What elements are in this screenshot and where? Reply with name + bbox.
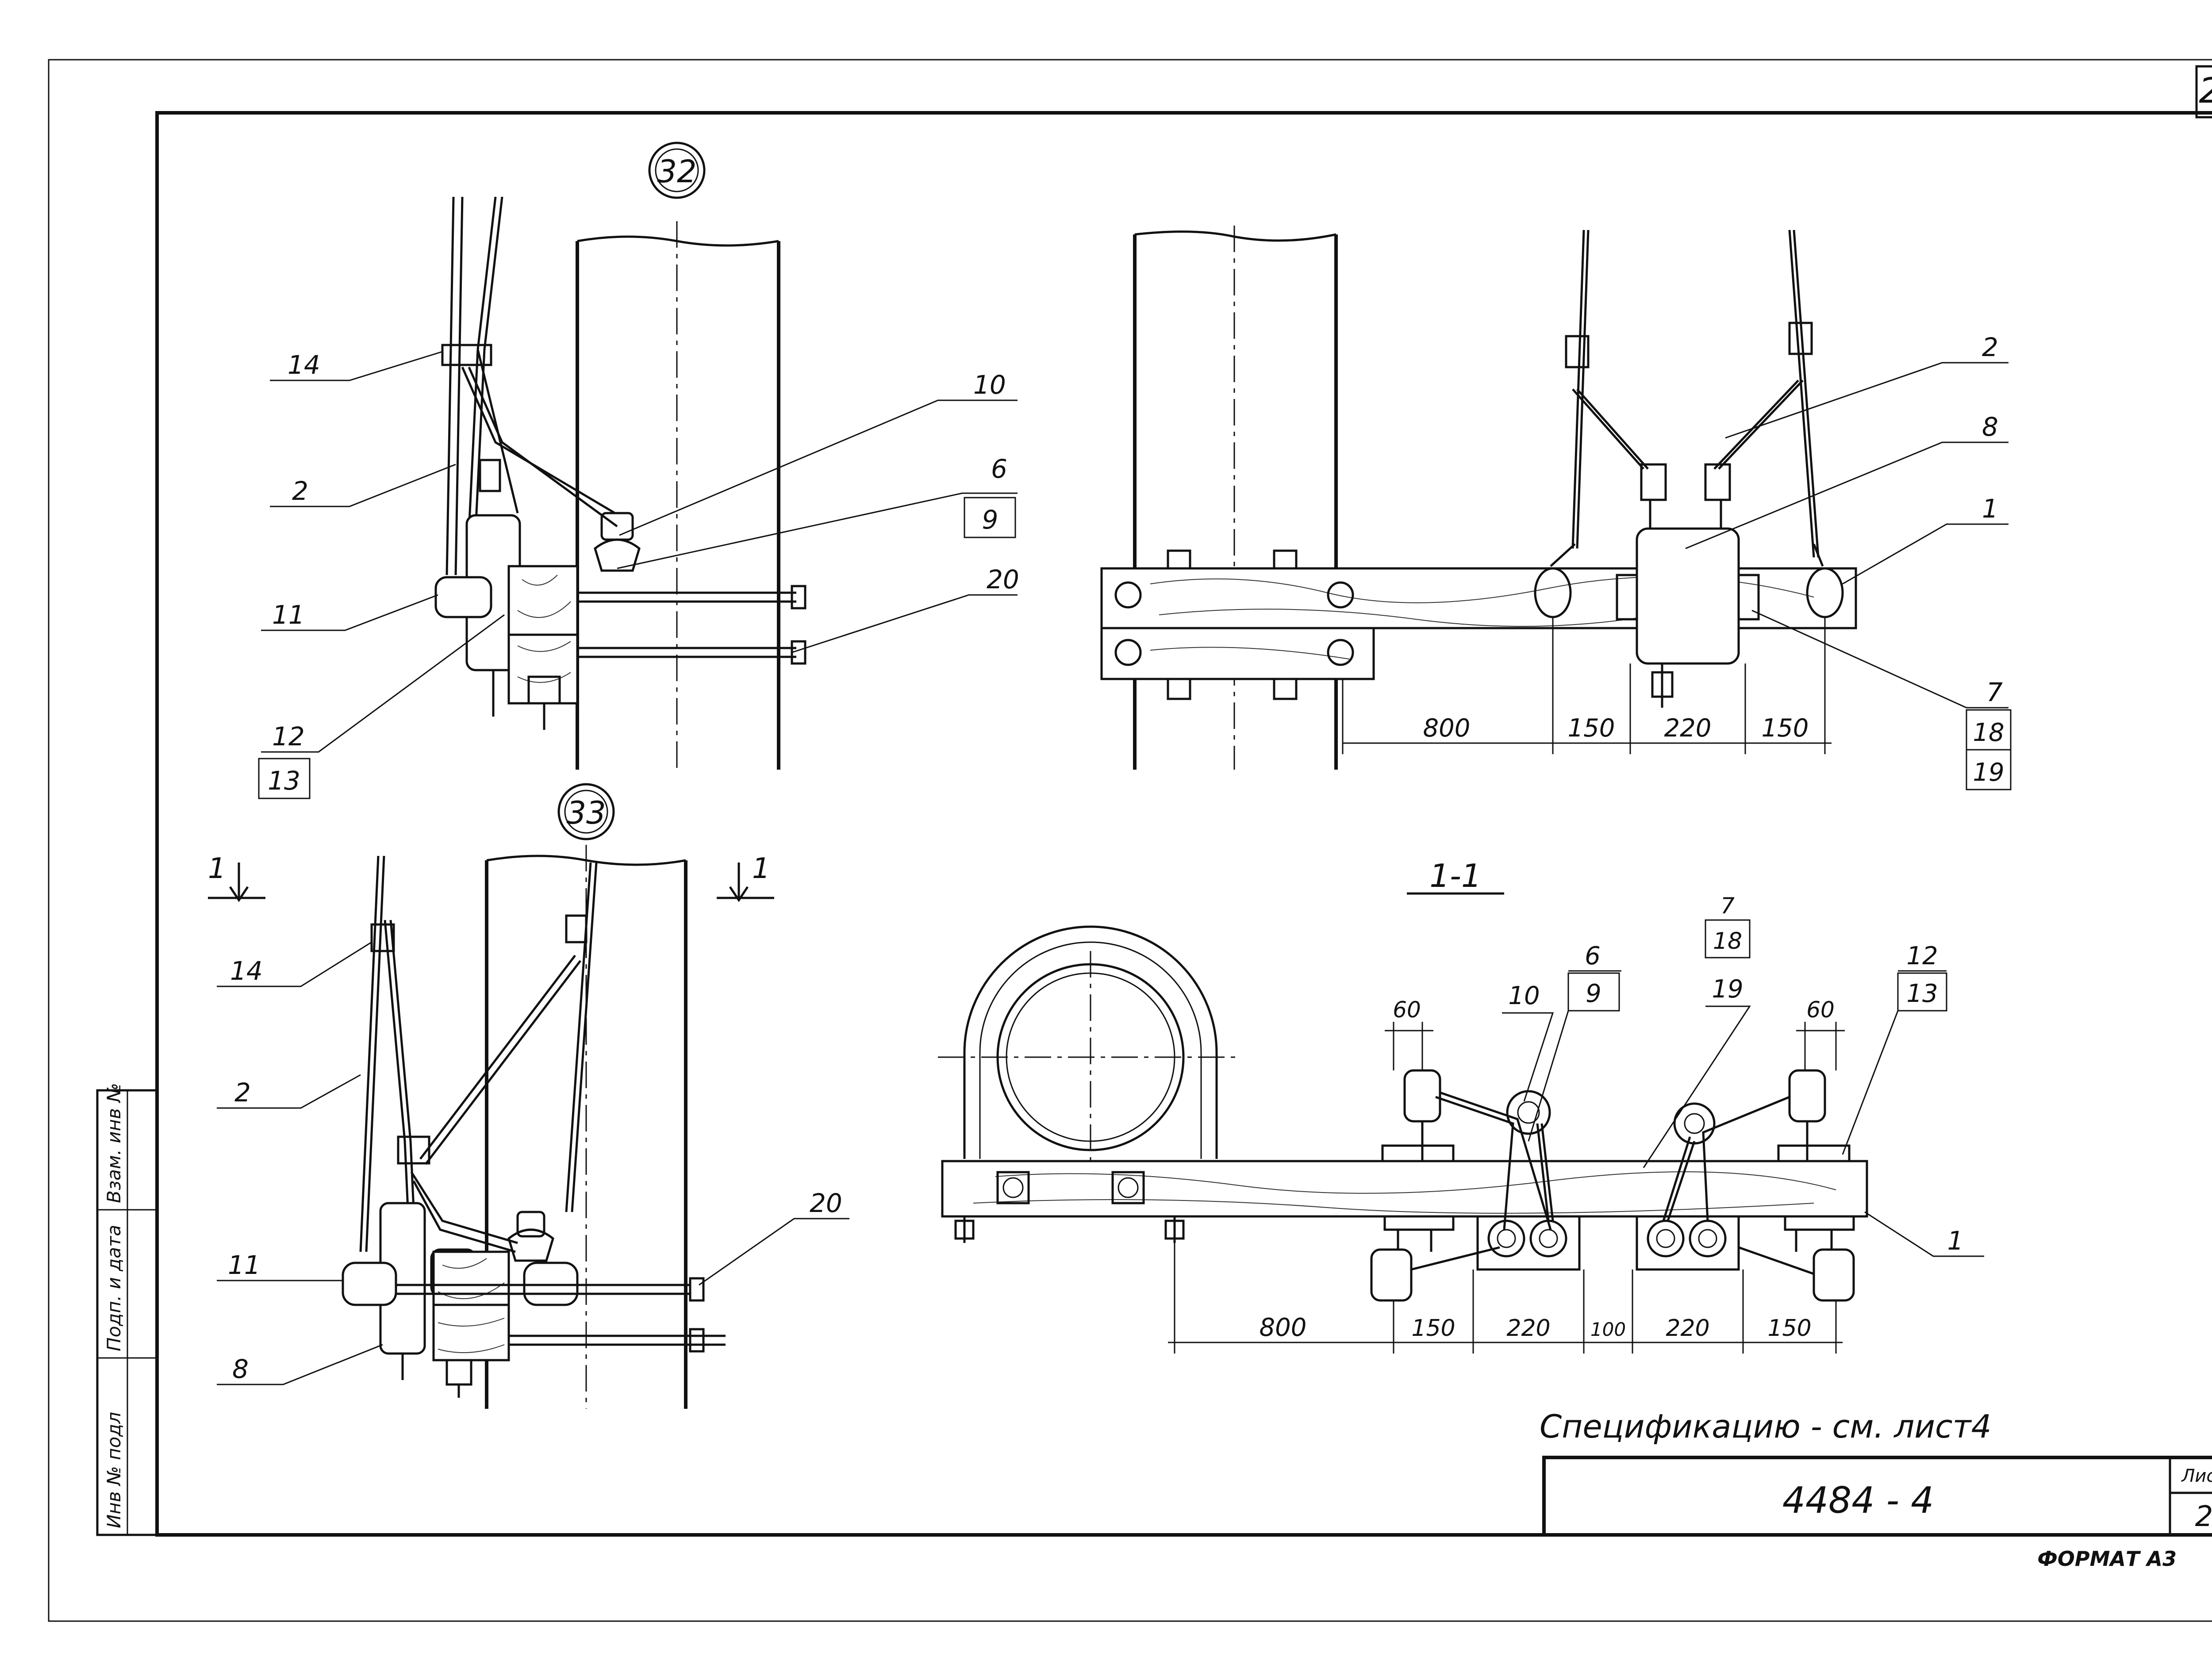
callout-s-19: 19	[1712, 975, 1743, 1004]
callout-32-14: 14	[288, 350, 320, 380]
callout-32-20: 20	[987, 564, 1019, 594]
view-33: 33 1 1	[208, 783, 849, 1409]
bolts-top-right	[1114, 549, 1354, 700]
callout-s-7: 7	[1720, 893, 1735, 919]
callout-32-10: 10	[973, 370, 1006, 400]
dim-150-section-right: 150	[1767, 1315, 1811, 1342]
beam-top-right	[1100, 549, 1857, 700]
sheet-frame: 22	[48, 59, 2212, 1622]
dim-150-right: 150	[1762, 714, 1809, 743]
wires-33	[359, 855, 598, 1253]
view-33-marker: 33	[566, 795, 606, 831]
dim-220-section-left: 220	[1506, 1315, 1550, 1342]
transformer-top-right	[1616, 463, 1760, 708]
callout-32-2: 2	[292, 476, 308, 506]
dim-800-section: 800	[1260, 1313, 1307, 1342]
callouts-top-right: 2 8 1 7 18 19	[1685, 332, 2012, 790]
callout-s-1: 1	[1947, 1226, 1964, 1256]
section-mark-right: 1	[752, 852, 770, 885]
callout-s-9: 9	[1586, 979, 1601, 1008]
pole-32	[576, 221, 780, 770]
wires-32	[441, 196, 618, 575]
dim-150-section-left: 150	[1411, 1315, 1455, 1342]
transformers-section-1-1	[1411, 1090, 1814, 1275]
callout-tr-7: 7	[1986, 677, 2003, 707]
dim-220: 220	[1664, 714, 1712, 743]
corner-number: 22	[2199, 71, 2212, 111]
doc-number: 4484 - 4	[1782, 1480, 1934, 1522]
callout-33-14: 14	[230, 956, 263, 986]
specification-note: Спецификацию - см. лист4	[1540, 1408, 1991, 1445]
callout-32-13: 13	[268, 766, 300, 796]
pipe-clamp	[938, 925, 1239, 1168]
callout-33-8: 8	[232, 1354, 249, 1384]
dimensions-top-right: 800 150 220 150	[1342, 617, 1832, 754]
sheet-label: Лист	[2181, 1466, 2212, 1486]
callout-tr-1: 1	[1982, 494, 1998, 524]
dim-60-right: 60	[1806, 997, 1835, 1023]
insulators-section-1-1	[1370, 1069, 1855, 1302]
view-32: 32	[258, 142, 1019, 799]
sheet-value: 2	[2195, 1500, 2212, 1533]
format-label: ФОРМАТ А3	[2037, 1547, 2177, 1571]
callout-s-13: 13	[1906, 979, 1938, 1008]
dimensions-section-1-1: 60 60 800 150 220 100 220 150	[1168, 997, 1845, 1354]
section-1-1-title: 1-1	[1429, 857, 1482, 894]
view-32-marker: 32	[657, 153, 696, 190]
callout-tr-19: 19	[1973, 758, 2004, 787]
callout-s-10: 10	[1508, 982, 1540, 1010]
stamp-sign-date: Подп. и дата	[103, 1225, 125, 1351]
dim-60-left: 60	[1393, 997, 1421, 1023]
dim-220-section-right: 220	[1666, 1315, 1709, 1342]
bracket-assembly-33	[342, 1202, 726, 1398]
callout-32-11: 11	[272, 600, 305, 630]
callout-s-18: 18	[1713, 928, 1742, 955]
callout-32-6: 6	[991, 454, 1007, 484]
callout-tr-8: 8	[1982, 412, 1998, 442]
stamp-inv-no: Инв № подл	[103, 1412, 125, 1528]
callout-33-2: 2	[234, 1078, 251, 1108]
callout-32-12: 12	[272, 721, 305, 752]
callout-33-11: 11	[228, 1250, 261, 1280]
callout-s-6: 6	[1585, 942, 1601, 970]
dim-800: 800	[1423, 714, 1471, 743]
side-stamp: Инв № подл Подп. и дата Взам. инв №	[96, 1083, 158, 1536]
dim-100-section: 100	[1590, 1319, 1626, 1340]
stamp-replaced-inv: Взам. инв №	[103, 1083, 125, 1203]
beam-section-1-1	[941, 1160, 1868, 1243]
view-top-right: 800 150 220 150 2 8 1 7 18 19	[1100, 226, 2012, 790]
callouts-32: 14 2 10 6 9 20 11 12 13	[258, 350, 1019, 799]
callouts-section-1-1: 7 18 19 6 9 10 12 13 1	[1502, 893, 1984, 1257]
bracket-assembly-32	[434, 512, 806, 730]
section-mark-left: 1	[208, 852, 226, 885]
callout-s-12: 12	[1906, 942, 1938, 970]
dim-150-left: 150	[1568, 714, 1615, 743]
callout-32-9: 9	[982, 505, 998, 535]
callouts-33: 14 2 11 8 20	[217, 941, 849, 1385]
section-marks-33: 1 1	[208, 852, 774, 902]
section-1-1: 1-1	[938, 857, 1984, 1354]
title-block: 4484 - 4 Лист 2 ФОРМАТ А3 Спецификацию -…	[1540, 1408, 2212, 1571]
callout-33-20: 20	[810, 1188, 842, 1218]
pole-top-right	[1133, 226, 1338, 770]
callout-tr-18: 18	[1973, 718, 2004, 747]
callout-tr-2: 2	[1982, 332, 1998, 362]
